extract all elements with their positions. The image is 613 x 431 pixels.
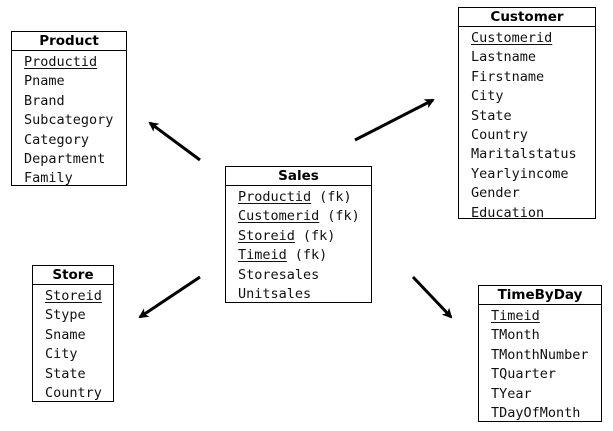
- attribute-row: Education: [471, 204, 595, 223]
- attribute-row: TMonthNumber: [491, 346, 601, 365]
- attribute-name: Brand: [24, 92, 65, 109]
- entity-title: TimeByDay: [479, 286, 601, 305]
- attribute-row: Category: [24, 131, 126, 150]
- attribute-row: TMonth: [491, 326, 601, 345]
- attribute-name: City: [45, 346, 78, 363]
- attribute-row: Stype: [45, 306, 113, 325]
- attribute-row: Brand: [24, 92, 126, 111]
- attribute-name: Sname: [45, 326, 86, 343]
- entity-sales: Sales Productid(fk)Customerid(fk)Storeid…: [225, 166, 372, 303]
- entity-title: Store: [33, 266, 113, 285]
- attribute-name: TMonth: [491, 327, 540, 344]
- attribute-row: Subcategory: [24, 111, 126, 130]
- attribute-row: Country: [45, 384, 113, 403]
- attribute-row: Timeid (fk): [238, 246, 371, 265]
- attribute-name: TQuarter: [491, 366, 557, 383]
- attribute-name: Yearlyincome: [471, 165, 569, 182]
- attribute-row: State: [471, 107, 595, 126]
- attribute-name: Stype: [45, 307, 86, 324]
- entity-title: Product: [12, 32, 126, 51]
- key-attribute-name: Storeid: [45, 288, 102, 304]
- attribute-row: Customerid (fk): [238, 207, 371, 226]
- attribute-name: Firstname: [471, 68, 545, 85]
- attribute-name: Country: [45, 384, 102, 401]
- attribute-name: TYear: [491, 385, 532, 402]
- attribute-row: Customerid: [471, 29, 595, 48]
- arrow-sales-to-store: [138, 275, 201, 319]
- attribute-row: Pname: [24, 72, 126, 91]
- attribute-row: Maritalstatus: [471, 145, 595, 164]
- attribute-name: Maritalstatus: [471, 146, 577, 163]
- attribute-row: Unitsales: [238, 285, 371, 304]
- key-attribute-name: Customerid: [471, 30, 553, 46]
- attribute-name: Storesales: [238, 266, 320, 283]
- attribute-row: TYear: [491, 385, 601, 404]
- key-attribute-name: Customerid: [238, 208, 320, 225]
- attribute-name: Family: [24, 170, 73, 187]
- attribute-row: State: [45, 365, 113, 384]
- attribute-row: Sname: [45, 326, 113, 345]
- foreign-key-marker: (fk): [294, 247, 328, 264]
- attribute-name: Unitsales: [238, 285, 312, 302]
- key-attribute-name: Timeid: [238, 247, 287, 264]
- key-attribute-name: Productid: [238, 189, 312, 205]
- attribute-name: Education: [471, 204, 545, 221]
- attribute-name: Department: [24, 150, 106, 167]
- attribute-row: Firstname: [471, 68, 595, 87]
- arrow-sales-to-customer: [354, 98, 435, 142]
- attribute-name: TDayOfMonth: [491, 404, 581, 421]
- attribute-row: TQuarter: [491, 365, 601, 384]
- attribute-row: Gender: [471, 184, 595, 203]
- attribute-row: Lastname: [471, 48, 595, 67]
- attribute-list: Productid(fk)Customerid(fk)Storeid(fk)Ti…: [226, 186, 371, 306]
- attribute-row: Timeid: [491, 307, 601, 326]
- attribute-row: Country: [471, 126, 595, 145]
- attribute-row: Family: [24, 169, 126, 188]
- attribute-name: Subcategory: [24, 112, 114, 129]
- foreign-key-marker: (fk): [302, 227, 336, 244]
- attribute-row: Productid (fk): [238, 188, 371, 207]
- attribute-row: Yearlyincome: [471, 165, 595, 184]
- entity-title: Sales: [226, 167, 371, 186]
- attribute-row: TDayOfMonth: [491, 404, 601, 423]
- key-attribute-name: Timeid: [491, 308, 540, 324]
- attribute-row: Storeid: [45, 287, 113, 306]
- foreign-key-marker: (fk): [319, 189, 352, 205]
- arrow-sales-to-product: [148, 121, 201, 162]
- attribute-name: State: [471, 107, 512, 124]
- attribute-name: Lastname: [471, 49, 537, 66]
- attribute-row: Productid: [24, 53, 126, 72]
- attribute-name: Gender: [471, 185, 520, 202]
- foreign-key-marker: (fk): [327, 208, 360, 225]
- attribute-row: City: [45, 345, 113, 364]
- attribute-row: Storeid (fk): [238, 227, 371, 246]
- attribute-name: Country: [471, 126, 528, 143]
- attribute-name: TMonthNumber: [491, 346, 589, 363]
- attribute-row: City: [471, 87, 595, 106]
- attribute-name: Category: [24, 131, 90, 148]
- attribute-name: City: [471, 88, 504, 105]
- attribute-name: State: [45, 365, 86, 382]
- attribute-row: Storesales: [238, 266, 371, 285]
- attribute-name: Pname: [24, 73, 65, 90]
- attribute-row: Department: [24, 150, 126, 169]
- arrow-sales-to-timebyday: [411, 275, 453, 319]
- entity-title: Customer: [459, 8, 595, 27]
- key-attribute-name: Productid: [24, 54, 98, 70]
- key-attribute-name: Storeid: [238, 227, 295, 244]
